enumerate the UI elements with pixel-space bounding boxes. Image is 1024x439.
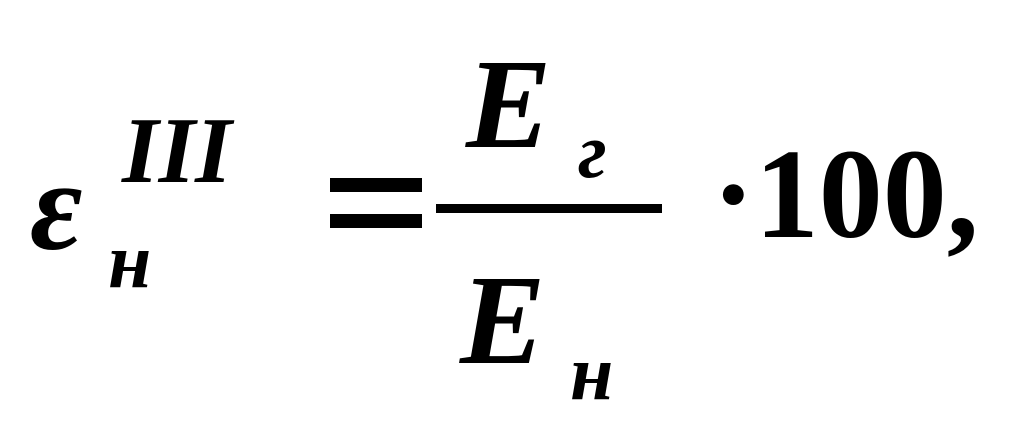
equals-sign-bottom-bar bbox=[330, 214, 422, 228]
epsilon-subscript: н bbox=[108, 217, 152, 304]
fraction-line bbox=[436, 204, 662, 213]
denominator-subscript: н bbox=[570, 329, 614, 416]
epsilon-symbol: ε bbox=[30, 135, 83, 277]
numerator-subscript: г bbox=[578, 107, 607, 194]
equals-sign-top-bar bbox=[330, 178, 422, 192]
numerator-symbol: E bbox=[466, 33, 552, 175]
superscript-roman-three: III bbox=[122, 99, 232, 203]
denominator-symbol: E bbox=[460, 249, 546, 391]
multiplier-term: ·100, bbox=[712, 123, 979, 265]
